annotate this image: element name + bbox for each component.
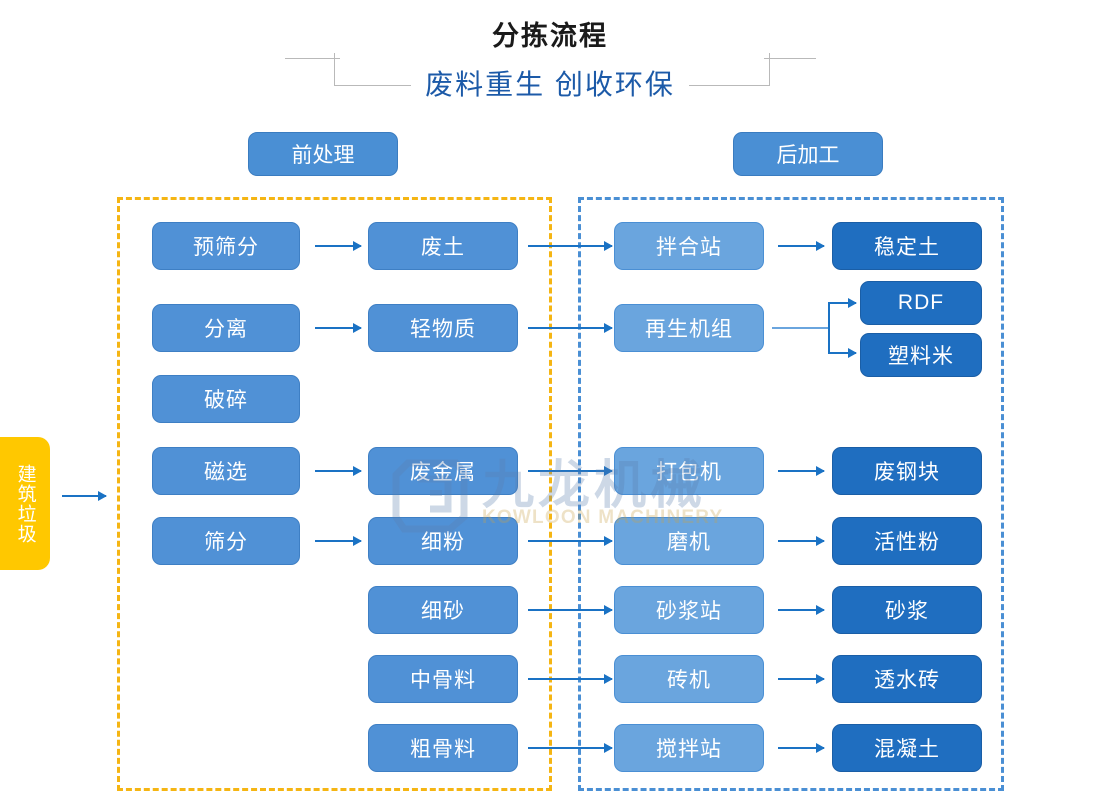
arrow-brick-machine-to-permeable-brick [778,674,825,684]
node-product-scrap-steel[interactable]: 废钢块 [832,447,982,495]
input-construction-waste[interactable]: 建筑垃圾 [0,437,50,570]
node-material-scrap-metal[interactable]: 废金属 [368,447,518,495]
node-material-waste-soil[interactable]: 废土 [368,222,518,270]
node-equipment-recycling-unit[interactable]: 再生机组 [614,304,764,352]
arrow-pre-screening-to-waste-soil [315,241,362,251]
node-equipment-mixing-plant[interactable]: 搅拌站 [614,724,764,772]
title-rule-right [764,58,816,59]
arrow-mortar-station-to-mortar [778,605,825,615]
arrow-recycling-unit-to-plastic-pellets [828,348,857,358]
node-material-medium-aggregate[interactable]: 中骨料 [368,655,518,703]
arrow-scrap-metal-to-baler [528,466,613,476]
arrow-light-materials-to-recycling-unit [528,323,613,333]
arrow-fine-sand-to-mortar-station [528,605,613,615]
page-subtitle: 废料重生 创收环保 [0,63,1100,103]
arrow-fine-powder-to-mill [528,536,613,546]
stage-label-post[interactable]: 后加工 [733,132,883,176]
node-process-pre-screening[interactable]: 预筛分 [152,222,300,270]
node-process-magnetic-separation[interactable]: 磁选 [152,447,300,495]
node-equipment-baler[interactable]: 打包机 [614,447,764,495]
arrow-magnetic-separation-to-scrap-metal [315,466,362,476]
zone-post-processing [578,197,1004,791]
node-product-rdf[interactable]: RDF [860,281,982,325]
arrow-mixing-plant-to-concrete [778,743,825,753]
node-product-permeable-brick[interactable]: 透水砖 [832,655,982,703]
zone-pre-processing [117,197,552,791]
arrow-waste-soil-to-mixing-station [528,241,613,251]
node-material-light-materials[interactable]: 轻物质 [368,304,518,352]
node-material-fine-sand[interactable]: 细砂 [368,586,518,634]
page-title: 分拣流程 [0,14,1100,53]
arrow-mill-to-active-powder [778,536,825,546]
node-product-concrete[interactable]: 混凝土 [832,724,982,772]
title-rule-left [285,58,340,59]
arrow-input-to-pre [62,491,107,501]
arrow-baler-to-scrap-steel [778,466,825,476]
arrow-medium-aggregate-to-brick-machine [528,674,613,684]
arrow-coarse-aggregate-to-mixing-plant [528,743,613,753]
node-material-coarse-aggregate[interactable]: 粗骨料 [368,724,518,772]
arrow-recycling-unit-branch-spine [828,302,830,354]
arrow-recycling-unit-branch-stem [772,327,830,329]
node-equipment-mixing-station[interactable]: 拌合站 [614,222,764,270]
arrow-recycling-unit-to-rdf [828,298,857,308]
arrow-screening-to-fine-powder [315,536,362,546]
node-product-mortar[interactable]: 砂浆 [832,586,982,634]
node-equipment-brick-machine[interactable]: 砖机 [614,655,764,703]
page-title-text: 分拣流程 [476,21,624,51]
node-product-stabilized-soil[interactable]: 稳定土 [832,222,982,270]
arrow-mixing-station-to-stabilized-soil [778,241,825,251]
arrow-separation-to-light-materials [315,323,362,333]
node-process-separation[interactable]: 分离 [152,304,300,352]
node-process-crushing[interactable]: 破碎 [152,375,300,423]
node-product-active-powder[interactable]: 活性粉 [832,517,982,565]
node-equipment-mill[interactable]: 磨机 [614,517,764,565]
page-subtitle-text: 废料重生 创收环保 [411,69,689,100]
node-material-fine-powder[interactable]: 细粉 [368,517,518,565]
node-equipment-mortar-station[interactable]: 砂浆站 [614,586,764,634]
node-process-screening[interactable]: 筛分 [152,517,300,565]
stage-label-pre[interactable]: 前处理 [248,132,398,176]
node-product-plastic-pellets[interactable]: 塑料米 [860,333,982,377]
